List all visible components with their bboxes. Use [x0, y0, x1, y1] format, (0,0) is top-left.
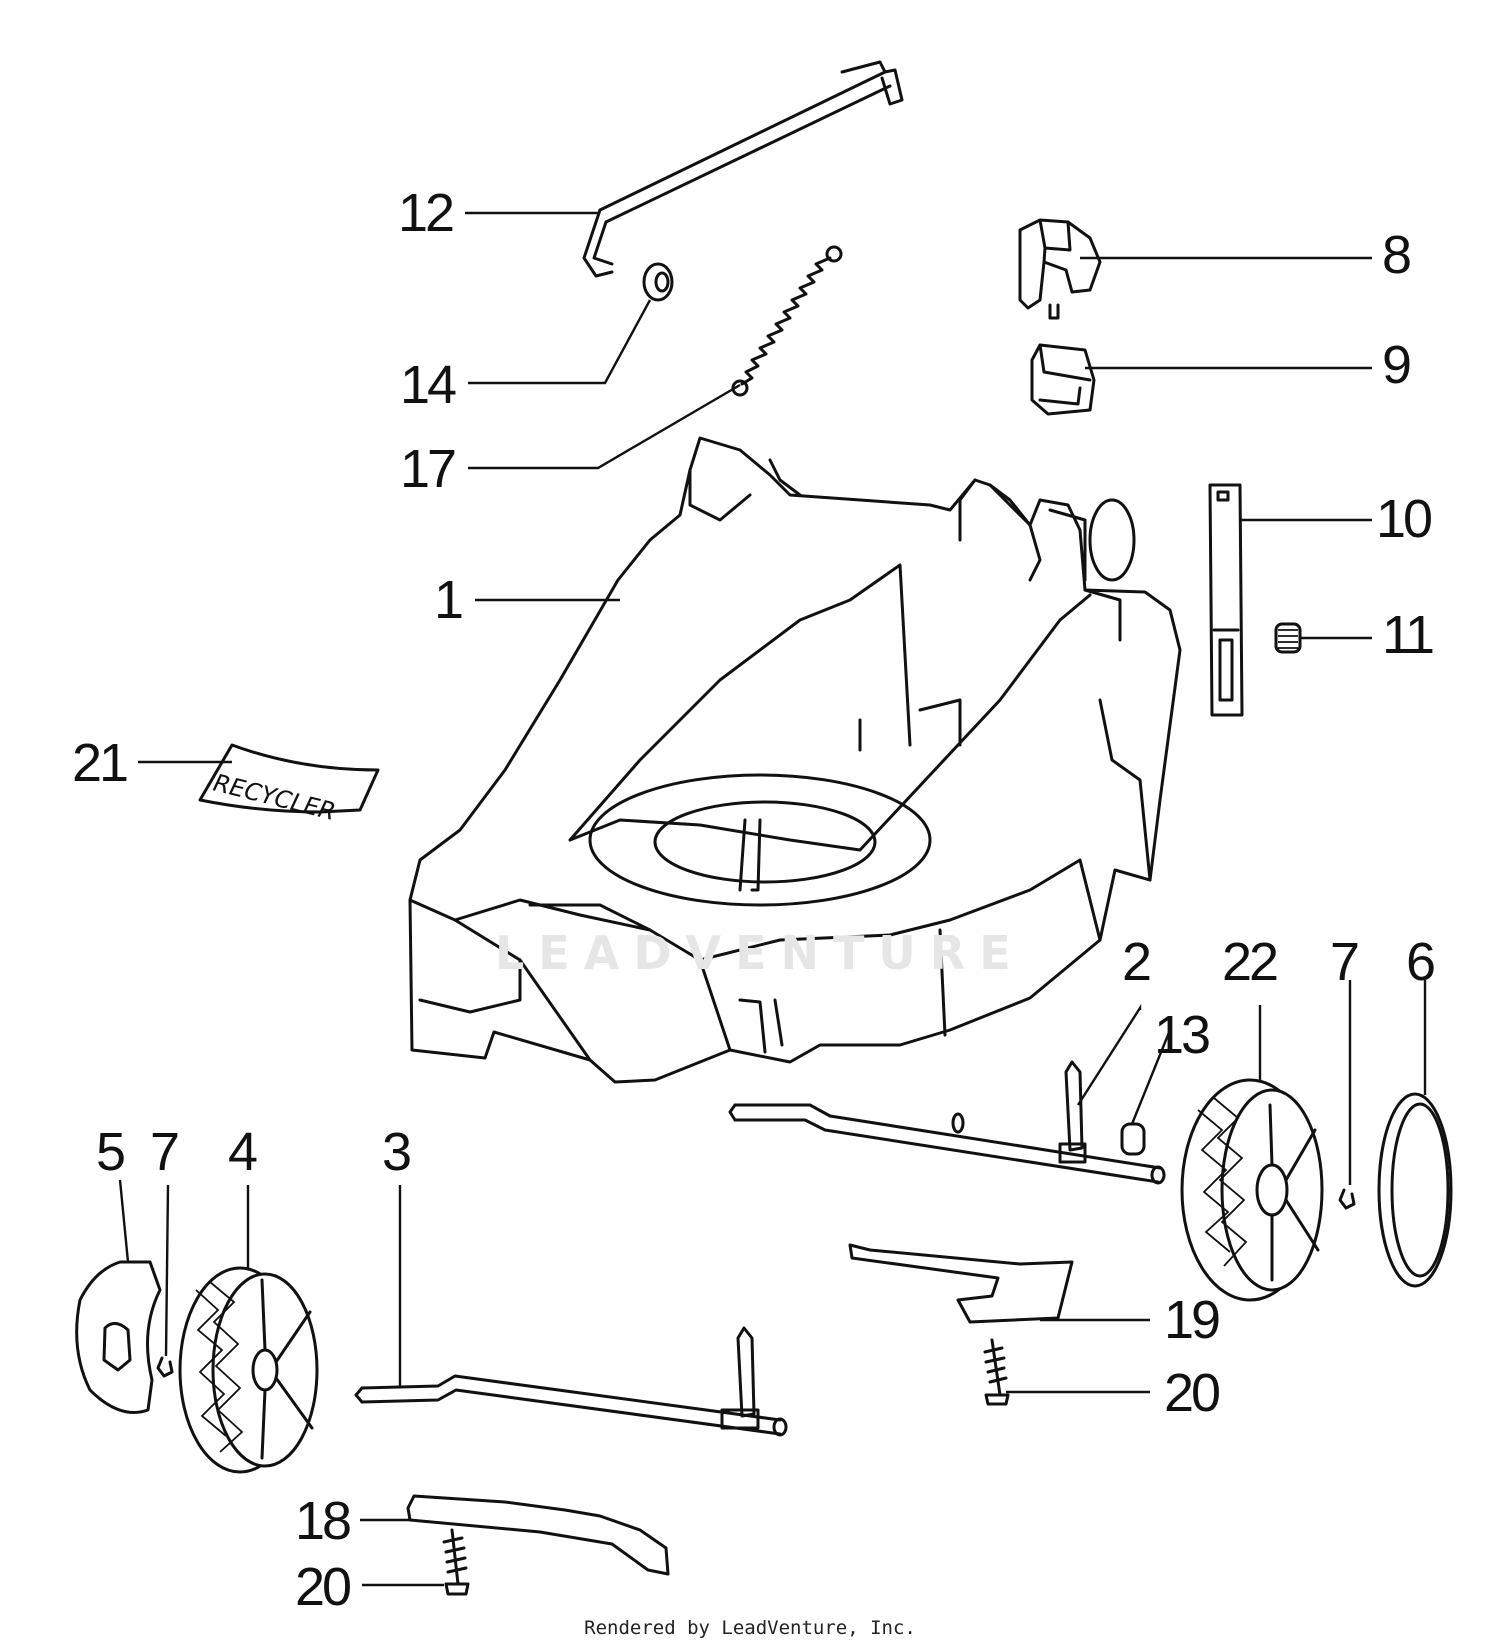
callout-18: 18 [295, 1491, 352, 1551]
callout-1: 1 [434, 570, 464, 630]
part-4-rear-wheel [178, 1266, 319, 1474]
callout-10: 10 [1376, 489, 1433, 549]
callout-13: 13 [1154, 1005, 1211, 1065]
callout-12: 12 [398, 183, 455, 243]
part-10-adjust-bar [1208, 483, 1244, 717]
callout-5: 5 [96, 1122, 126, 1182]
callout-11: 11 [1382, 605, 1435, 665]
part-13-collar [1120, 1122, 1146, 1156]
callout-4: 4 [228, 1122, 258, 1182]
callout-2: 2 [1122, 932, 1152, 992]
part-8-housing [1018, 218, 1102, 320]
part-20-screw-left [442, 1528, 470, 1596]
part-3-rear-axle [354, 1326, 788, 1437]
callout-20-right: 20 [1164, 1363, 1221, 1423]
part-20-screw-right [983, 1338, 1010, 1406]
callout-22: 22 [1222, 932, 1279, 992]
part-11-small-spring [1274, 622, 1302, 654]
leader-lines [118, 211, 1427, 1587]
callout-19: 19 [1164, 1290, 1221, 1350]
part-17-spring [731, 245, 843, 397]
part-2-front-axle [728, 1060, 1166, 1185]
part-1-deck [408, 436, 1182, 1084]
callout-14: 14 [400, 355, 457, 415]
part-6-hubcap [1377, 1092, 1453, 1288]
part-7-clip-right [1338, 1188, 1356, 1210]
callout-7-right: 7 [1330, 932, 1360, 992]
watermark: LEADVENTURE [495, 926, 1025, 980]
part-21-recycler-label: RECYCLER [198, 743, 380, 826]
part-18-plate [406, 1494, 670, 1576]
part-7-clip-left [156, 1356, 174, 1378]
part-9-lever-block [1030, 343, 1096, 416]
callout-17: 17 [400, 439, 457, 499]
footer-credit: Rendered by LeadVenture, Inc. [584, 1617, 916, 1639]
part-5-hub-cover [75, 1260, 162, 1414]
part-12-bail-wire [582, 60, 904, 278]
callout-21: 21 [72, 733, 129, 793]
callout-7-left: 7 [150, 1122, 180, 1182]
callout-3: 3 [382, 1122, 412, 1182]
part-19-bracket [848, 1243, 1074, 1324]
callout-8: 8 [1382, 225, 1412, 285]
part-14-bushing [642, 262, 674, 302]
part-22-front-wheel [1180, 1078, 1324, 1302]
callout-6: 6 [1406, 932, 1436, 992]
callout-20-left: 20 [295, 1557, 352, 1617]
callout-9: 9 [1382, 335, 1412, 395]
